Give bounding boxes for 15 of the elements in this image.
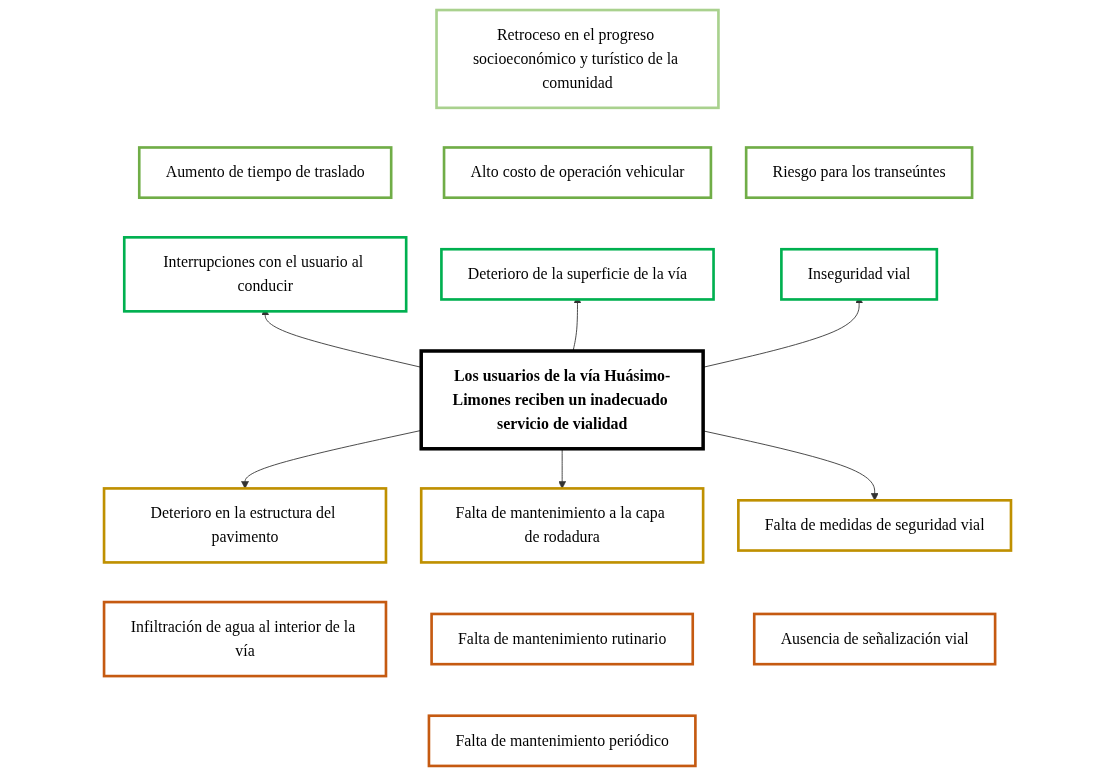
node-box: Los usuarios de la vía Huásimo-Limones reciben un inadecuado servicio de vialidad [419,348,706,451]
node-box: Falta de mantenimiento rutinario [430,612,695,665]
node-box: Retroceso en el progreso socioeconómico y turístico de la comunidad [435,8,721,109]
node-box: Infiltración de agua al interior de la vía [103,600,388,677]
node-box: Falta de medidas de seguridad vial [737,498,1013,552]
node-box: Alto costo de operación vehicular [443,145,713,199]
node-box: Falta de mantenimiento a la capa de rodadura [420,486,705,564]
node-box: Aumento de tiempo de traslado [138,145,393,199]
node-box: Riesgo para los transeúntes [745,145,974,199]
node-box: Interrupciones con el usuario al conducir [123,235,408,313]
node-box: Deterioro de la superficie de la vía [440,247,716,301]
node-box: Inseguridad vial [780,247,939,301]
node-box: Falta de mantenimiento periódico [428,713,698,767]
node-box: Deterioro en la estructura del pavimento [103,486,388,564]
node-box: Ausencia de señalización vial [753,612,997,665]
